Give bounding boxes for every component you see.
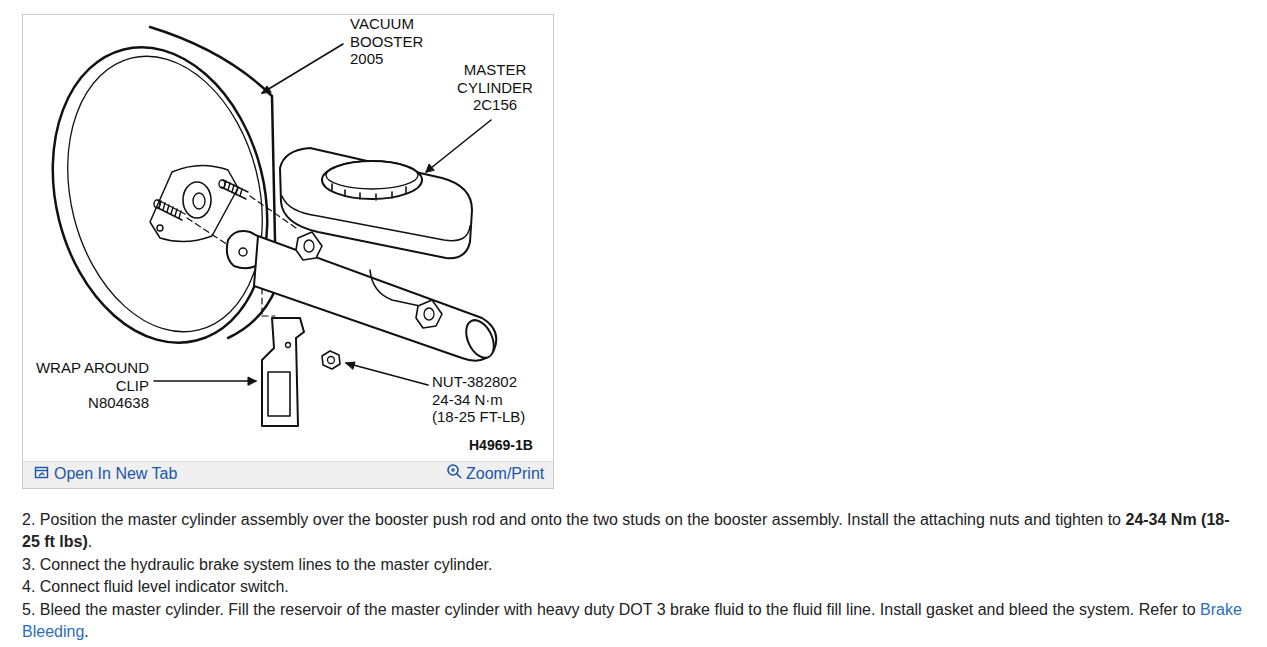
step-paragraph: 4. Connect fluid level indicator switch. bbox=[22, 576, 1244, 598]
zoom-icon bbox=[448, 465, 461, 478]
step-paragraph: 3. Connect the hydraulic brake system li… bbox=[22, 554, 1244, 576]
toolbar-link: Zoom/Print bbox=[466, 464, 544, 483]
nut bbox=[322, 351, 340, 369]
toolbar-rule bbox=[23, 461, 553, 462]
wrap-around-clip bbox=[262, 318, 304, 426]
image-frame bbox=[23, 15, 554, 489]
master-cylinder bbox=[227, 148, 499, 362]
part-label: VACUUM BOOSTER 2005 bbox=[350, 15, 423, 68]
leader-lines bbox=[154, 44, 491, 385]
step-text: 4. Connect fluid level indicator switch. bbox=[22, 578, 289, 595]
new-tab-icon bbox=[36, 468, 48, 478]
torque-label: NUT-382802 24-34 N·m (18-25 FT-LB) bbox=[432, 373, 525, 426]
part-label: MASTER CYLINDER 2C156 bbox=[445, 61, 545, 114]
step-text: 5. Bleed the master cylinder. Fill the r… bbox=[22, 601, 1196, 618]
step-text: . bbox=[88, 533, 92, 550]
step-text: . bbox=[84, 623, 88, 640]
step-paragraph: 2. Position the master cylinder assembly… bbox=[22, 509, 1244, 554]
toolbar-bar bbox=[23, 461, 553, 488]
vacuum-booster bbox=[23, 24, 297, 365]
step-paragraph: 5. Bleed the master cylinder. Fill the r… bbox=[22, 599, 1244, 644]
part-label: WRAP AROUND CLIP N804638 bbox=[36, 359, 149, 412]
step-text: 2. Position the master cylinder assembly… bbox=[22, 511, 1121, 528]
step-text: 3. Connect the hydraulic brake system li… bbox=[22, 556, 492, 573]
figure-number: H4969-1B bbox=[469, 437, 533, 454]
toolbar-link: Open In New Tab bbox=[54, 464, 177, 483]
